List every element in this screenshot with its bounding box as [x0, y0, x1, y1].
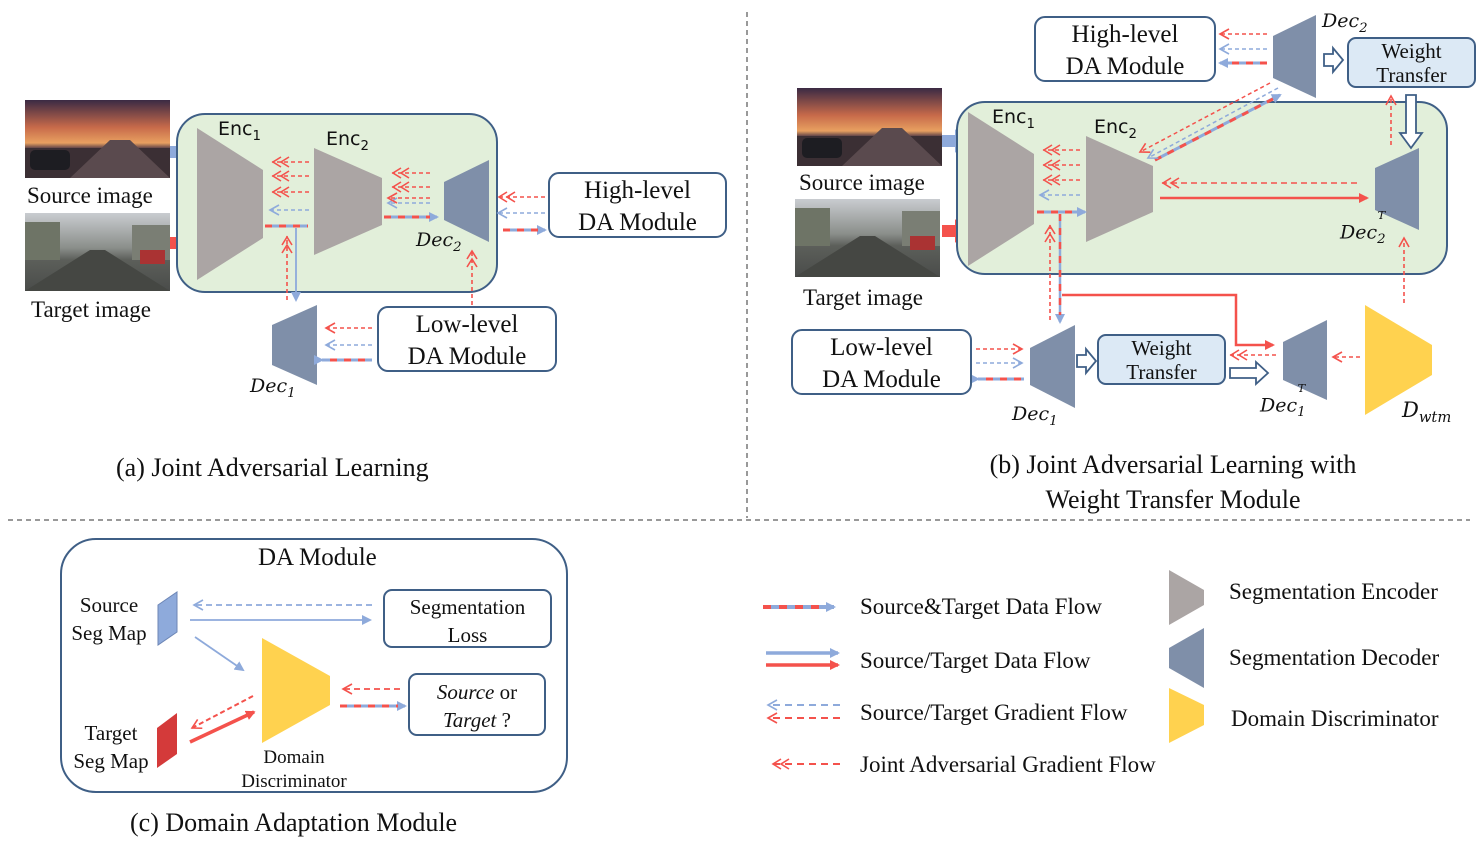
target-image-photo-b — [795, 199, 940, 277]
enc1-shape-a — [197, 128, 263, 280]
wt-bottom-box — [1097, 334, 1226, 385]
dwtm-label-b: Dwtm — [1402, 398, 1452, 427]
target-image-label-b: Target image — [803, 285, 923, 310]
wt-arrow-down — [1398, 94, 1424, 150]
legend-shape-0: Segmentation Encoder — [1229, 579, 1438, 604]
enc2-label-a: Enc2 — [326, 128, 369, 154]
dwtm-shape-b — [1365, 305, 1432, 415]
wt-arrow-top — [1323, 45, 1345, 75]
dec1t-shape-b — [1283, 320, 1327, 400]
wt-top-line1: Weight — [1381, 39, 1442, 63]
dec1-label-b: Dec1 — [1012, 403, 1058, 429]
high-da-box-b — [1034, 16, 1216, 82]
source-image-photo-b — [797, 88, 942, 166]
legend-encoder-shape — [1169, 570, 1204, 625]
discriminator-line1: Domain — [263, 747, 325, 768]
caption-b: (b) Joint Adversarial Learning with Weig… — [900, 452, 1446, 513]
panel-c — [60, 538, 568, 793]
high-da-line1-b: High-level — [1071, 21, 1179, 48]
high-da-line1-a: High-level — [584, 177, 691, 204]
source-image-label-a: Source image — [27, 183, 153, 208]
dec1-label-a: Dec1 — [250, 375, 296, 401]
source-image-label-b: Source image — [799, 170, 925, 195]
panel-a — [25, 100, 727, 385]
discriminator-label: Domain Discriminator — [226, 748, 362, 791]
legend-shape-1: Segmentation Decoder — [1229, 645, 1440, 670]
caption-a: (a) Joint Adversarial Learning — [116, 453, 429, 482]
target-seg-line2: Seg Map — [73, 749, 149, 773]
output-label: Source or Target ? — [409, 682, 545, 731]
high-da-line2-a: DA Module — [578, 209, 697, 236]
dec1-shape-a — [272, 305, 317, 385]
network-container-b — [956, 101, 1448, 275]
high-da-line2-b: DA Module — [1065, 53, 1185, 80]
legend-item-1: Source/Target Data Flow — [860, 648, 1091, 673]
legend-discriminator-shape — [1169, 688, 1204, 743]
source-seg-line1: Source — [79, 593, 139, 617]
low-da-box-a — [377, 306, 557, 372]
source-seg-line2: Seg Map — [71, 621, 147, 645]
wt-bottom-line2: Transfer — [1126, 360, 1197, 384]
legend-decoder-shape — [1169, 628, 1204, 688]
enc1-label-a: Enc1 — [218, 118, 261, 144]
discriminator-shape — [262, 638, 330, 743]
low-da-line2-b: DA Module — [822, 366, 941, 393]
high-da-box-a — [548, 172, 727, 238]
wt-top-label: Weight Transfer — [1348, 41, 1475, 86]
source-seg-map-shape — [157, 591, 178, 646]
legend-shape-2: Domain Discriminator — [1231, 706, 1439, 731]
da-module-title: DA Module — [258, 544, 377, 571]
seg-loss-line1: Segmentation — [409, 595, 526, 619]
enc1-label-b: Enc1 — [992, 106, 1035, 132]
legend-item-3: Joint Adversarial Gradient Flow — [860, 752, 1156, 777]
low-da-box-b — [791, 329, 972, 395]
panel-b — [791, 15, 1476, 415]
wt-bottom-line1: Weight — [1131, 336, 1192, 360]
target-image-photo-a — [25, 213, 170, 291]
legend-item-0: Source&Target Data Flow — [860, 594, 1102, 619]
seg-loss-box — [383, 589, 552, 648]
caption-b-line2: Weight Transfer Module — [1045, 485, 1301, 514]
wt-top-box — [1347, 37, 1476, 88]
dec2-shape-b — [1273, 15, 1316, 98]
output-box — [408, 673, 546, 736]
caption-c: (c) Domain Adaptation Module — [130, 808, 458, 837]
output-line2: Target ? — [443, 708, 511, 732]
enc2-shape-a — [314, 148, 382, 255]
seg-loss-line2: Loss — [447, 623, 488, 647]
low-da-label-b: Low-level DA Module — [792, 335, 971, 392]
discriminator-line2: Discriminator — [241, 771, 347, 792]
low-da-line2-a: DA Module — [407, 343, 527, 370]
caption-b-line1: (b) Joint Adversarial Learning with — [989, 450, 1357, 479]
target-seg-map-shape — [157, 713, 177, 768]
low-da-line1-a: Low-level — [415, 311, 519, 338]
enc1-shape-b — [968, 112, 1034, 266]
enc2-label-b: Enc2 — [1094, 116, 1137, 142]
target-seg-label: Target Seg Map — [64, 723, 158, 772]
target-image-label-a: Target image — [31, 297, 151, 322]
output-line1: Source or — [436, 680, 518, 704]
enc2-shape-b — [1086, 136, 1153, 242]
dec1-shape-b — [1030, 325, 1075, 408]
dec2-label-b: Dec2 — [1322, 10, 1368, 36]
source-image-photo-a — [25, 100, 170, 178]
dec2-shape-a — [444, 160, 489, 242]
dec2-label-a: Dec2 — [416, 229, 462, 255]
wt-bottom-label: Weight Transfer — [1098, 338, 1225, 383]
high-da-label-a: High-level DA Module — [549, 178, 726, 235]
dec1t-label-b: Dec1T — [1260, 381, 1306, 421]
source-seg-label: Source Seg Map — [64, 595, 154, 644]
legend-item-2: Source/Target Gradient Flow — [860, 700, 1128, 725]
seg-loss-label: Segmentation Loss — [384, 597, 551, 646]
dec2t-label-b: Dec2T — [1340, 208, 1386, 248]
low-da-line1-b: Low-level — [830, 334, 933, 361]
legend — [763, 570, 1204, 770]
wt-top-line2: Transfer — [1376, 63, 1447, 87]
target-seg-line1: Target — [84, 721, 138, 745]
high-da-label-b: High-level DA Module — [1035, 22, 1215, 79]
low-da-label-a: Low-level DA Module — [378, 312, 556, 369]
dec2t-shape-b — [1375, 148, 1419, 230]
